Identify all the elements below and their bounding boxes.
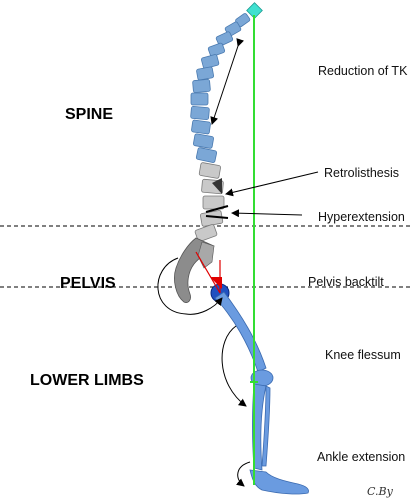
femur [214,291,267,373]
annotation-hyperextension: Hyperextension [318,210,405,224]
annotation-knee-flessum: Knee flessum [325,348,401,362]
vertebra [190,92,209,106]
vertebra [191,119,211,135]
hyperextension-arrow [231,209,303,218]
thoracic-vertebrae [190,13,251,163]
vertebra [194,224,218,242]
fibula [261,385,271,467]
pelvic-angle-wedge [210,277,222,289]
pelvic-angle-line-1 [195,251,221,294]
vertebra [195,147,218,163]
author-signature: C.By [367,485,393,498]
c7-vertebra-marker [246,2,263,19]
hyperextension-wedge-line-1 [205,205,229,213]
section-label-pelvis: PELVIS [60,275,116,292]
annotation-pelvis-backtilt: Pelvis backtilt [308,275,384,289]
ankle-extension-arrow [236,461,251,487]
lower-limb-bones [214,291,309,495]
annotation-retrolisthesis: Retrolisthesis [324,166,400,180]
vertebra [200,210,224,227]
vertebra [198,162,221,179]
vertebra [192,79,211,93]
tk-reduction-arrow [210,38,245,125]
tibia [252,383,267,471]
knee-flessum-arrow [221,325,247,407]
lumbar-vertebrae [194,162,225,242]
retrolisthesis-arrow [225,171,319,197]
hyperextension-wedge-line-2 [205,215,229,219]
annotation-reduction-of-tk: Reduction of TK [318,64,408,78]
vertebra [196,66,215,81]
section-label-spine: SPINE [65,106,114,123]
vertebra [190,106,210,120]
annotation-ankle-extension: Ankle extension [317,450,406,464]
retrolisthesis-marker [212,178,222,194]
vertebra [193,133,214,149]
pelvis-backtilt-arrow [157,257,223,315]
foot [249,469,309,495]
section-label-lower-limbs: LOWER LIMBS [30,372,144,389]
